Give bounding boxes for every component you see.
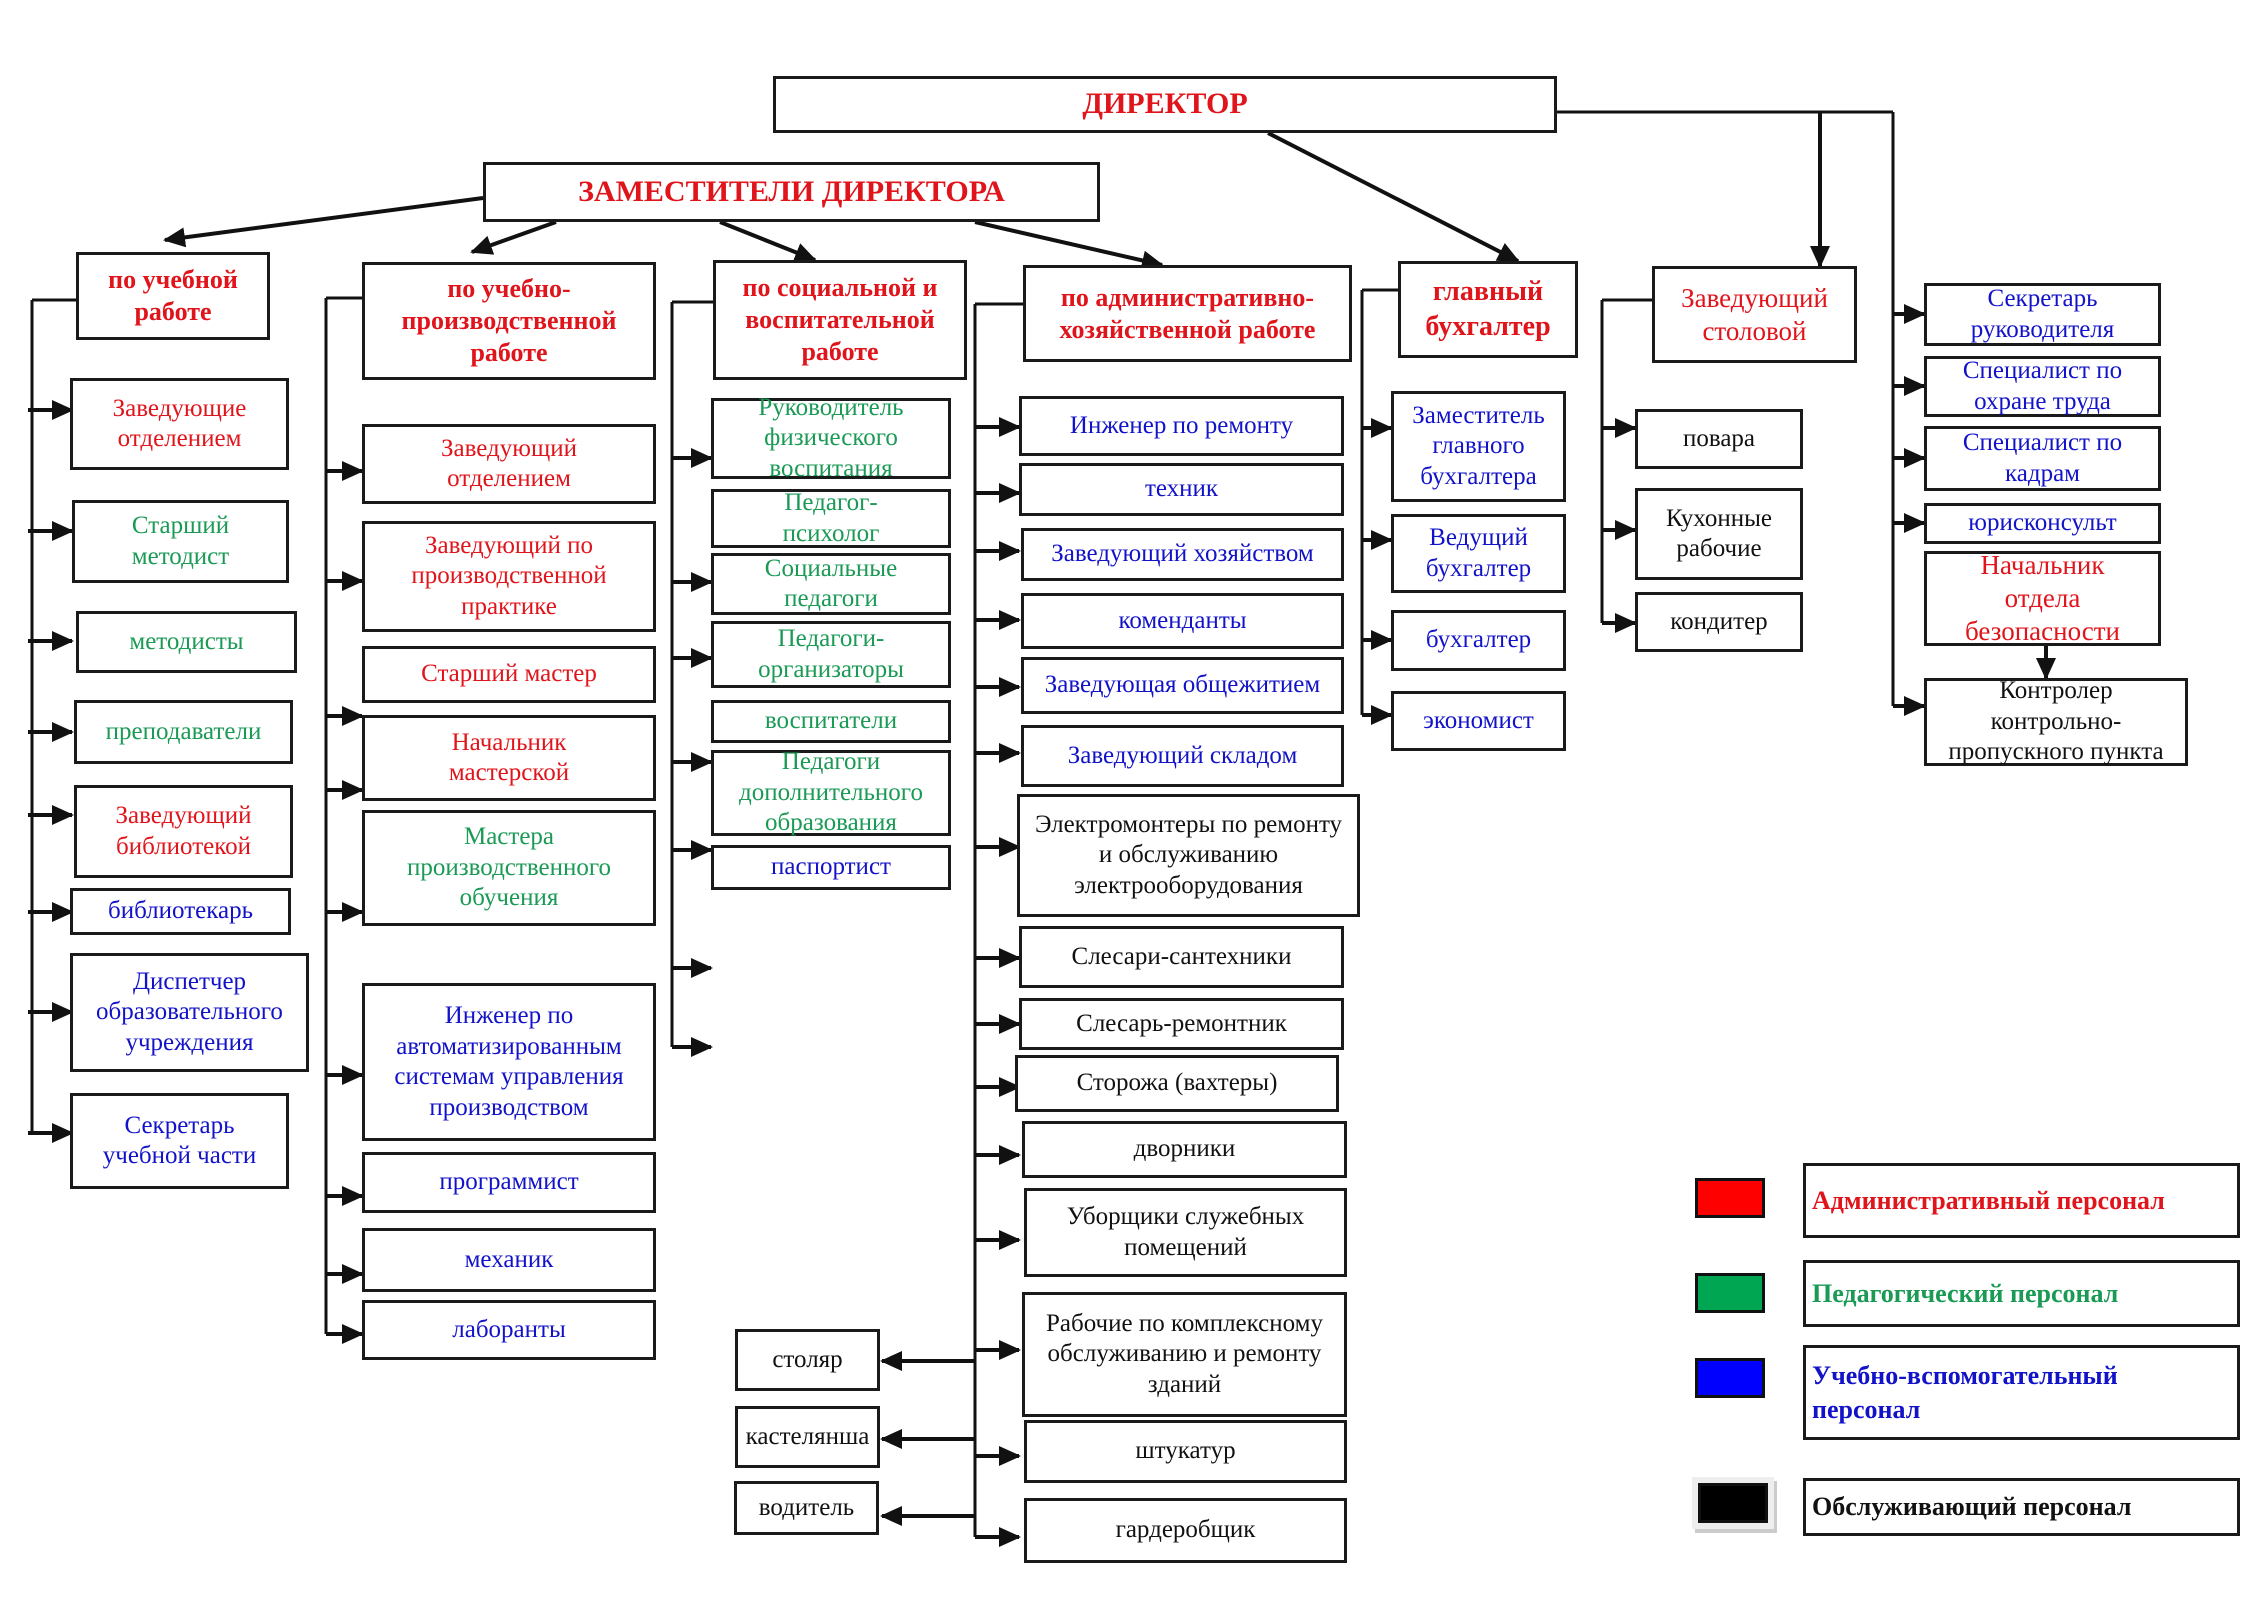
security-head-box: Начальник отдела безопасности	[1924, 550, 2161, 646]
legend-item-auxiliary: Учебно-вспомогательный персонал	[1803, 1345, 2240, 1440]
academic-item: Старший методист	[72, 500, 289, 583]
household-item: Заведующий складом	[1021, 725, 1344, 787]
academic-item: Диспетчер образовательного учреждения	[70, 953, 309, 1072]
household-item: Электромонтеры по ремонту и обслуживанию…	[1017, 794, 1360, 917]
director-box: ДИРЕКТОР	[773, 76, 1557, 133]
household-item: Инженер по ремонту	[1019, 396, 1344, 456]
social-item: Социальные педагоги	[711, 553, 951, 615]
household-item: Уборщики служебных помещений	[1024, 1188, 1347, 1277]
canteen-item: повара	[1635, 409, 1803, 469]
connector-arrow	[1267, 131, 1520, 263]
chief-accountant-box: главный бухгалтер	[1398, 261, 1578, 358]
connector-arrow	[719, 220, 817, 262]
production-item: Заведующий по производственной практике	[362, 521, 656, 632]
deputy-admin-household-box: по административно- хозяйственной работе	[1023, 265, 1352, 362]
household-item: штукатур	[1024, 1420, 1347, 1483]
legend-swatch-service	[1698, 1483, 1768, 1523]
direct-report-item: Секретарь руководителя	[1924, 283, 2161, 346]
canteen-head-box: Заведующий столовой	[1652, 266, 1857, 363]
household-item: Слесари-сантехники	[1019, 926, 1344, 988]
academic-item: Заведующие отделением	[70, 378, 289, 470]
direct-report-item: Специалист по охране труда	[1924, 356, 2161, 417]
production-item: Мастера производственного обучения	[362, 810, 656, 926]
production-item: Заведующий отделением	[362, 424, 656, 504]
legend-item-service: Обслуживающий персонал	[1803, 1478, 2240, 1536]
canteen-item: Кухонные рабочие	[1635, 488, 1803, 580]
accounting-item: Заместитель главного бухгалтера	[1391, 391, 1566, 502]
household-item: Рабочие по комплексному обслуживанию и р…	[1022, 1292, 1347, 1417]
deputy-academic-box: по учебной работе	[76, 252, 270, 340]
production-item: Начальник мастерской	[362, 715, 656, 801]
accounting-item: бухгалтер	[1391, 610, 1566, 671]
deputy-social-box: по социальной и воспитательной работе	[713, 260, 967, 380]
canteen-item: кондитер	[1635, 592, 1803, 652]
social-item: воспитатели	[711, 700, 951, 743]
household-left-item: водитель	[734, 1481, 879, 1535]
production-item: программист	[362, 1152, 656, 1213]
production-item: механик	[362, 1228, 656, 1292]
connector-arrow	[974, 220, 1164, 271]
legend-item-pedagogical: Педагогический персонал	[1803, 1260, 2240, 1327]
legend-swatch-auxiliary	[1695, 1358, 1765, 1398]
direct-report-item: Специалист по кадрам	[1924, 426, 2161, 491]
academic-item: Заведующий библиотекой	[74, 785, 293, 878]
household-item: Сторожа (вахтеры)	[1015, 1055, 1339, 1112]
academic-item: методисты	[76, 611, 297, 673]
household-item: Заведующий хозяйством	[1021, 528, 1344, 581]
connector-arrow	[163, 196, 484, 248]
household-item: гардеробщик	[1024, 1498, 1347, 1563]
social-item: Педагог- психолог	[711, 489, 951, 548]
social-item: Руководитель физического воспитания	[711, 394, 951, 482]
academic-item: Секретарь учебной части	[70, 1093, 289, 1189]
legend-swatch-pedagogical	[1695, 1273, 1765, 1313]
household-left-item: кастелянша	[735, 1406, 880, 1468]
household-item: Слесарь-ремонтник	[1019, 998, 1344, 1050]
social-item: Педагоги- организаторы	[711, 621, 951, 688]
legend-item-administrative: Административный персонал	[1803, 1163, 2240, 1238]
deputies-box: ЗАМЕСТИТЕЛИ ДИРЕКТОРА	[483, 162, 1100, 222]
production-item: Инженер по автоматизированным системам у…	[362, 983, 656, 1141]
production-item: лаборанты	[362, 1300, 656, 1360]
accounting-item: Ведущий бухгалтер	[1391, 514, 1566, 593]
household-item: техник	[1019, 463, 1344, 516]
accounting-item: экономист	[1391, 691, 1566, 751]
social-item: Педагоги дополнительного образования	[711, 748, 951, 836]
academic-item: преподаватели	[74, 700, 293, 764]
direct-report-item: юрисконсульт	[1924, 503, 2161, 544]
household-item: дворники	[1022, 1121, 1347, 1178]
social-item: паспортист	[711, 845, 951, 890]
deputy-production-box: по учебно- производственной работе	[362, 262, 656, 380]
household-item: Заведующая общежитием	[1021, 657, 1344, 714]
checkpoint-controller-box: Контролер контрольно- пропускного пункта	[1924, 677, 2188, 766]
connector-arrow	[470, 220, 557, 255]
household-left-item: столяр	[735, 1329, 880, 1391]
household-item: коменданты	[1021, 593, 1344, 649]
legend-swatch-administrative	[1695, 1178, 1765, 1218]
production-item: Старший мастер	[362, 646, 656, 703]
academic-item: библиотекарь	[70, 888, 291, 935]
